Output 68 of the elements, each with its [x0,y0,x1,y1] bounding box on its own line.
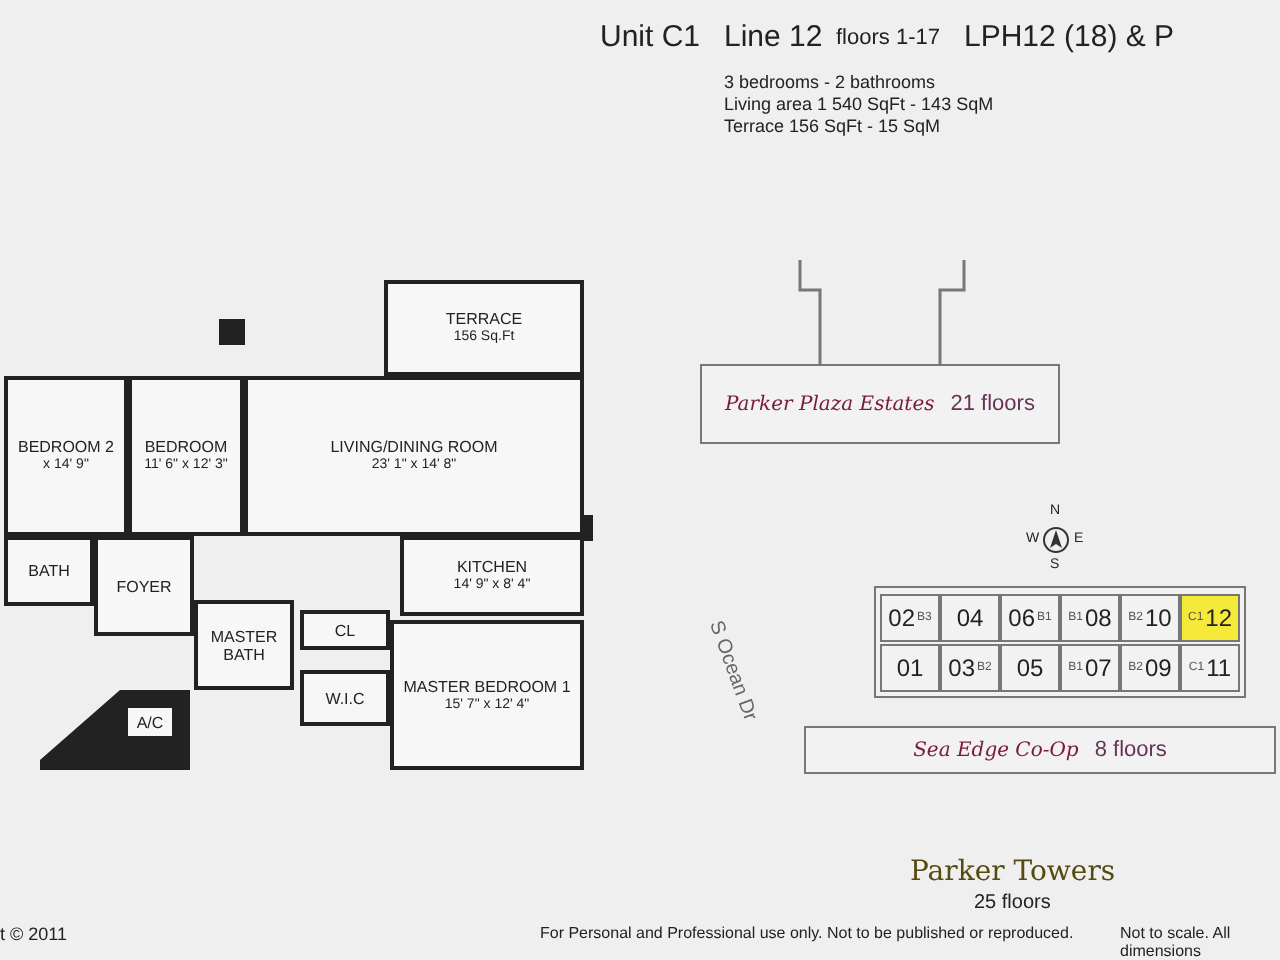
line-heading: Line 12 [724,20,823,54]
unit-cell [1000,644,1060,692]
unit-number: 09 [1144,654,1172,682]
unit-details: 3 bedrooms - 2 bathrooms [724,72,936,92]
room-name: BEDROOM 2 [17,438,114,456]
building-name: Parker Towers [910,856,1116,888]
room-outline [194,600,294,690]
unit-cell [1120,644,1180,692]
disclaimer-text: Not to scale. All dimensions [1120,924,1233,960]
room-outline [124,704,176,740]
unit-cell [1000,594,1060,642]
unit-cell [1180,594,1240,642]
unit-number: 01 [896,654,924,682]
unit-cell [880,644,940,692]
tower-outline [874,586,1246,698]
unit-details: Terrace 156 SqFt - 15 SqM [724,116,941,136]
room-outline [300,670,390,726]
room-outline [244,376,584,536]
disclaimer-text: For Personal and Professional use only. Not to be published or reproduced. [540,924,1076,942]
floor-count: 25 floors [974,892,1051,914]
floors-text: floors 1-17 [836,26,940,50]
unit-number: 02 [888,604,915,632]
room-outline [94,536,194,636]
room-outline [128,376,244,536]
floor-count: 8 floors [1094,738,1167,762]
room-outline [300,610,390,650]
unit-number: 10 [1144,604,1172,632]
room-outline [4,536,94,606]
room-name: LIVING/DINING ROOM [330,438,498,456]
room-name: KITCHEN [456,558,528,576]
unit-cell [940,594,1000,642]
room-outline [384,280,584,376]
unit-cell [1060,644,1120,692]
room-name: W.I.C [325,689,365,707]
room-name: A/C [136,713,164,731]
unit-details: Living area 1 540 SqFt - 143 SqM [724,94,994,114]
building-outline [700,364,1060,444]
room-name: MASTER BATH [208,627,280,663]
room-outline [4,376,128,536]
room-name: MASTER BEDROOM 1 [403,677,571,695]
penthouse-text: LPH12 (18) & P [964,20,1175,54]
room-name: FOYER [116,577,172,595]
unit-number: 04 [956,604,984,632]
room-name: CL [334,621,356,639]
floor-count: 21 floors [950,392,1035,416]
unit-number: 03 [948,654,975,682]
unit-number: 07 [1084,654,1112,682]
unit-number: 05 [1016,654,1044,682]
room-name: BEDROOM [144,438,228,456]
unit-number: 11 [1206,654,1232,682]
room-name: TERRACE [445,310,523,328]
unit-cell [880,594,940,642]
unit-number: 08 [1084,604,1112,632]
unit-cell [940,644,1000,692]
building-name: Sea Edge Co-Op [913,739,1079,761]
unit-cell [1180,644,1240,692]
street-name: S Ocean Dr [704,618,761,724]
room-outline [390,620,584,770]
building-name: Parker Plaza Estates [725,393,935,415]
room-name: BATH [28,562,70,580]
room-outline [400,536,584,616]
unit-cell [1120,594,1180,642]
unit-cell [1060,594,1120,642]
unit-number: 06 [1008,604,1035,632]
building-outline [804,726,1276,774]
unit-number: 12 [1205,604,1233,632]
copyright-text: t © 2011 [0,924,67,944]
unit-heading: Unit C1 [600,20,701,54]
